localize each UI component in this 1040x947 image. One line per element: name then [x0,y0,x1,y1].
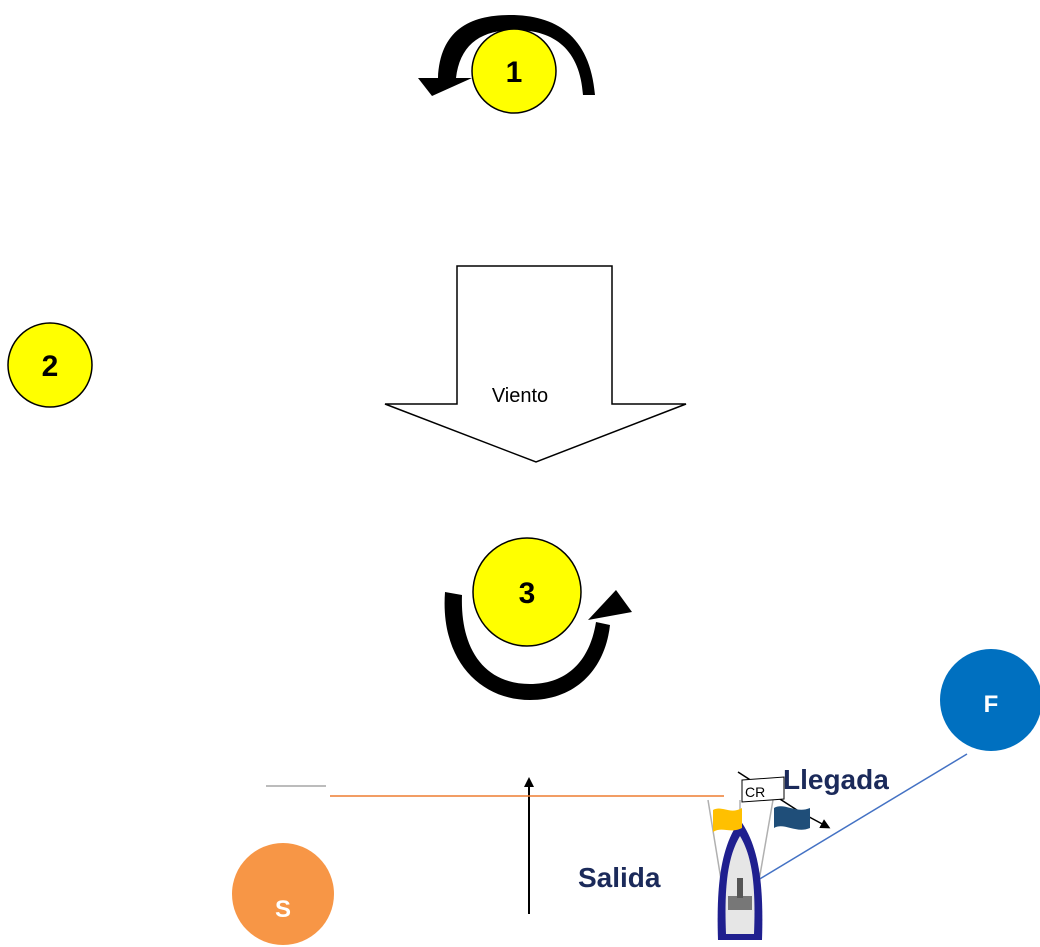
start-buoy: S [232,843,334,945]
mark-3-label: 3 [519,577,536,610]
yellow-flag-icon [713,808,742,832]
mark-2-label: 2 [42,350,59,383]
cr-flag-label: CR [745,784,765,800]
wind-arrow: Viento [384,265,687,463]
finish-line-label: Llegada [783,764,889,795]
finish-buoy: F [940,649,1040,751]
start-line-label: Salida [578,862,661,893]
cr-flag [741,776,785,803]
committee-boat: CR [707,771,831,940]
finish-buoy-label: F [984,691,999,718]
finish-line [757,753,968,881]
mark-3-rounding-arrow [444,590,632,700]
mark-3: 3 [472,537,582,647]
blue-flag-icon [774,806,810,830]
mark-2: 2 [7,322,93,408]
wind-label: Viento [492,385,548,407]
start-buoy-label: S [275,896,291,923]
mark-1-label: 1 [506,56,523,89]
mark-1-rounding-arrow [418,15,600,96]
mark-1: 1 [471,28,557,114]
